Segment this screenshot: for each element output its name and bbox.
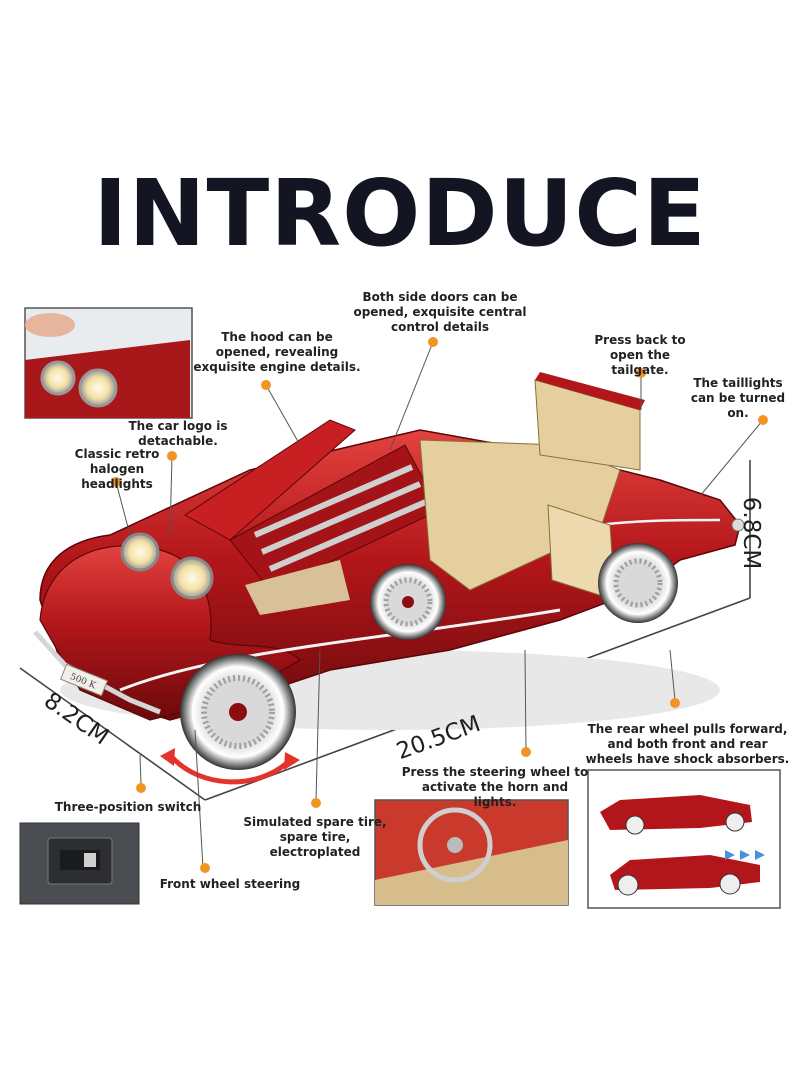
taillights-callout: The taillights can be turned on. [690,376,786,420]
headlight-inset [24,307,193,419]
switch-inset [19,822,140,905]
callout-dots [111,337,768,873]
height-dimension: 6.8CM [738,496,765,570]
rear-wheel-callout: The rear wheel pulls forward, and both f… [585,722,790,766]
headlights-callout: Classic retro halogen headlights [74,447,160,491]
spare-tire-callout: Simulated spare tire, spare tire, electr… [243,815,387,859]
logo-callout: The car logo is detachable. [128,419,228,448]
switch-callout: Three-position switch [54,800,202,814]
steering-arrow [168,753,292,785]
hood-callout: The hood can be opened, revealing exquis… [193,330,361,374]
steering-wheel-callout: Press the steering wheel to activate the… [401,765,589,809]
steering-inset [374,799,569,906]
tailgate-callout: Press back to open the tailgate. [594,333,686,377]
car-model: 500 K [33,372,745,770]
doors-callout: Both side doors can be opened, exquisite… [353,290,527,334]
front-steering-callout: Front wheel steering [159,877,301,891]
shock-absorber-inset [587,769,781,909]
page-title: INTRODUCE [93,160,707,267]
